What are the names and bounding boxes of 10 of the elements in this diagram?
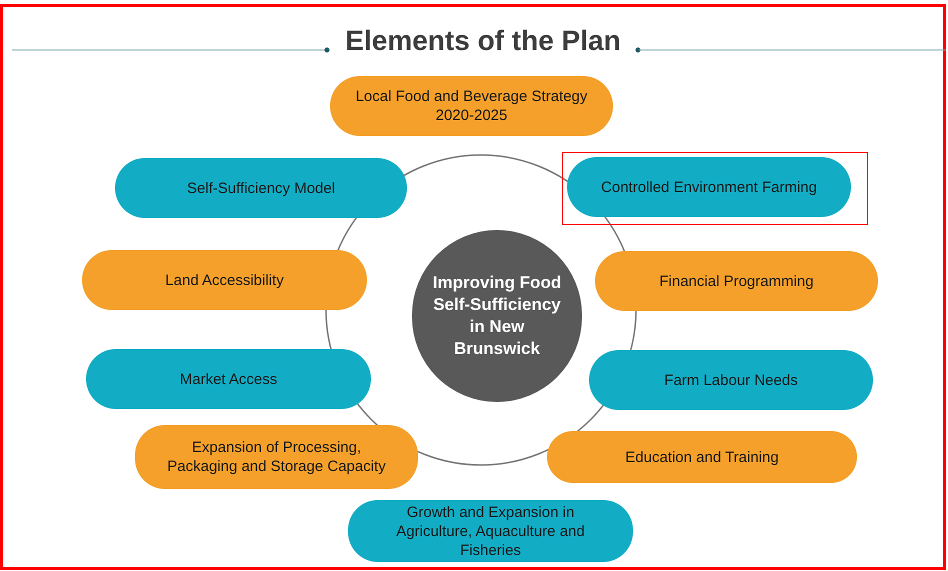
element-pill: Self-Sufficiency Model [115,158,407,218]
element-pill: Controlled Environment Farming [567,157,851,217]
element-pill: Land Accessibility [82,250,367,310]
element-pill: Growth and Expansion in Agriculture, Aquaculture and Fisheries [348,500,633,562]
element-pill: Education and Training [547,431,857,483]
element-pill: Local Food and Beverage Strategy 2020-2025 [330,76,613,136]
element-pill: Expansion of Processing, Packaging and Storage Capacity [135,425,418,489]
element-pill: Farm Labour Needs [589,350,873,410]
element-pill: Market Access [86,349,371,409]
element-pill: Financial Programming [595,251,878,311]
